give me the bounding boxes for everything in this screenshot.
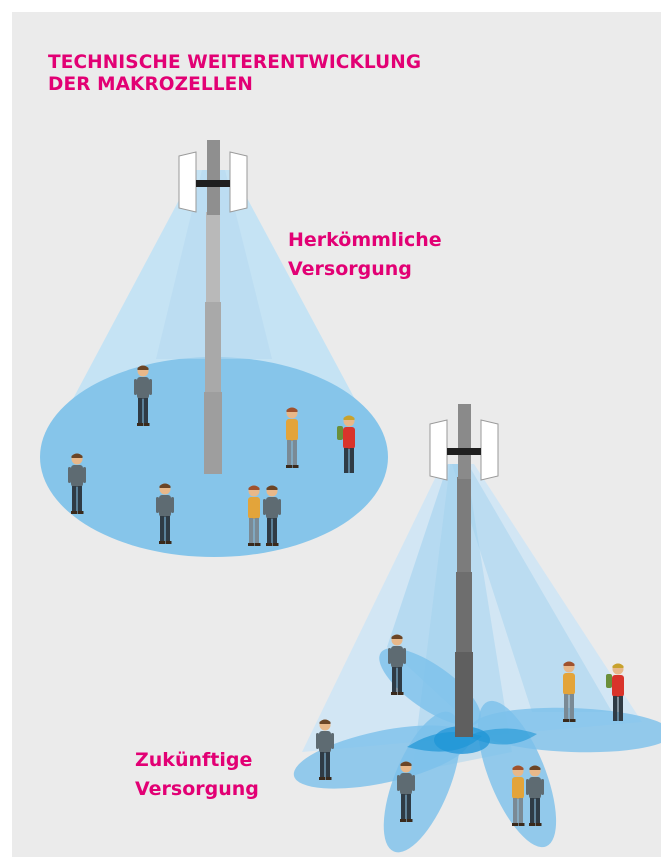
coverage-illustration bbox=[40, 140, 661, 853]
beam-overlap bbox=[467, 728, 537, 745]
label-conventional-line-2: Versorgung bbox=[288, 258, 412, 280]
illustration-panel: TECHNISCHE WEITERENTWICKLUNG DER MAKROZE… bbox=[12, 12, 661, 857]
title-line-1: TECHNISCHE WEITERENTWICKLUNG bbox=[48, 52, 422, 73]
label-conventional-coverage: Herkömmliche Versorgung bbox=[288, 226, 442, 284]
title-line-2: DER MAKROZELLEN bbox=[48, 74, 253, 95]
label-conventional-line-1: Herkömmliche bbox=[288, 229, 442, 251]
label-future-line-1: Zukünftige bbox=[135, 749, 253, 771]
mast-future bbox=[455, 404, 473, 737]
page-title: TECHNISCHE WEITERENTWICKLUNG DER MAKROZE… bbox=[48, 52, 421, 96]
beam-cone-left bbox=[387, 464, 464, 712]
label-future-line-2: Versorgung bbox=[135, 778, 259, 800]
beam-cone-right bbox=[452, 464, 612, 712]
label-future-coverage: Zukünftige Versorgung bbox=[135, 746, 259, 804]
mast-conventional bbox=[204, 140, 222, 474]
